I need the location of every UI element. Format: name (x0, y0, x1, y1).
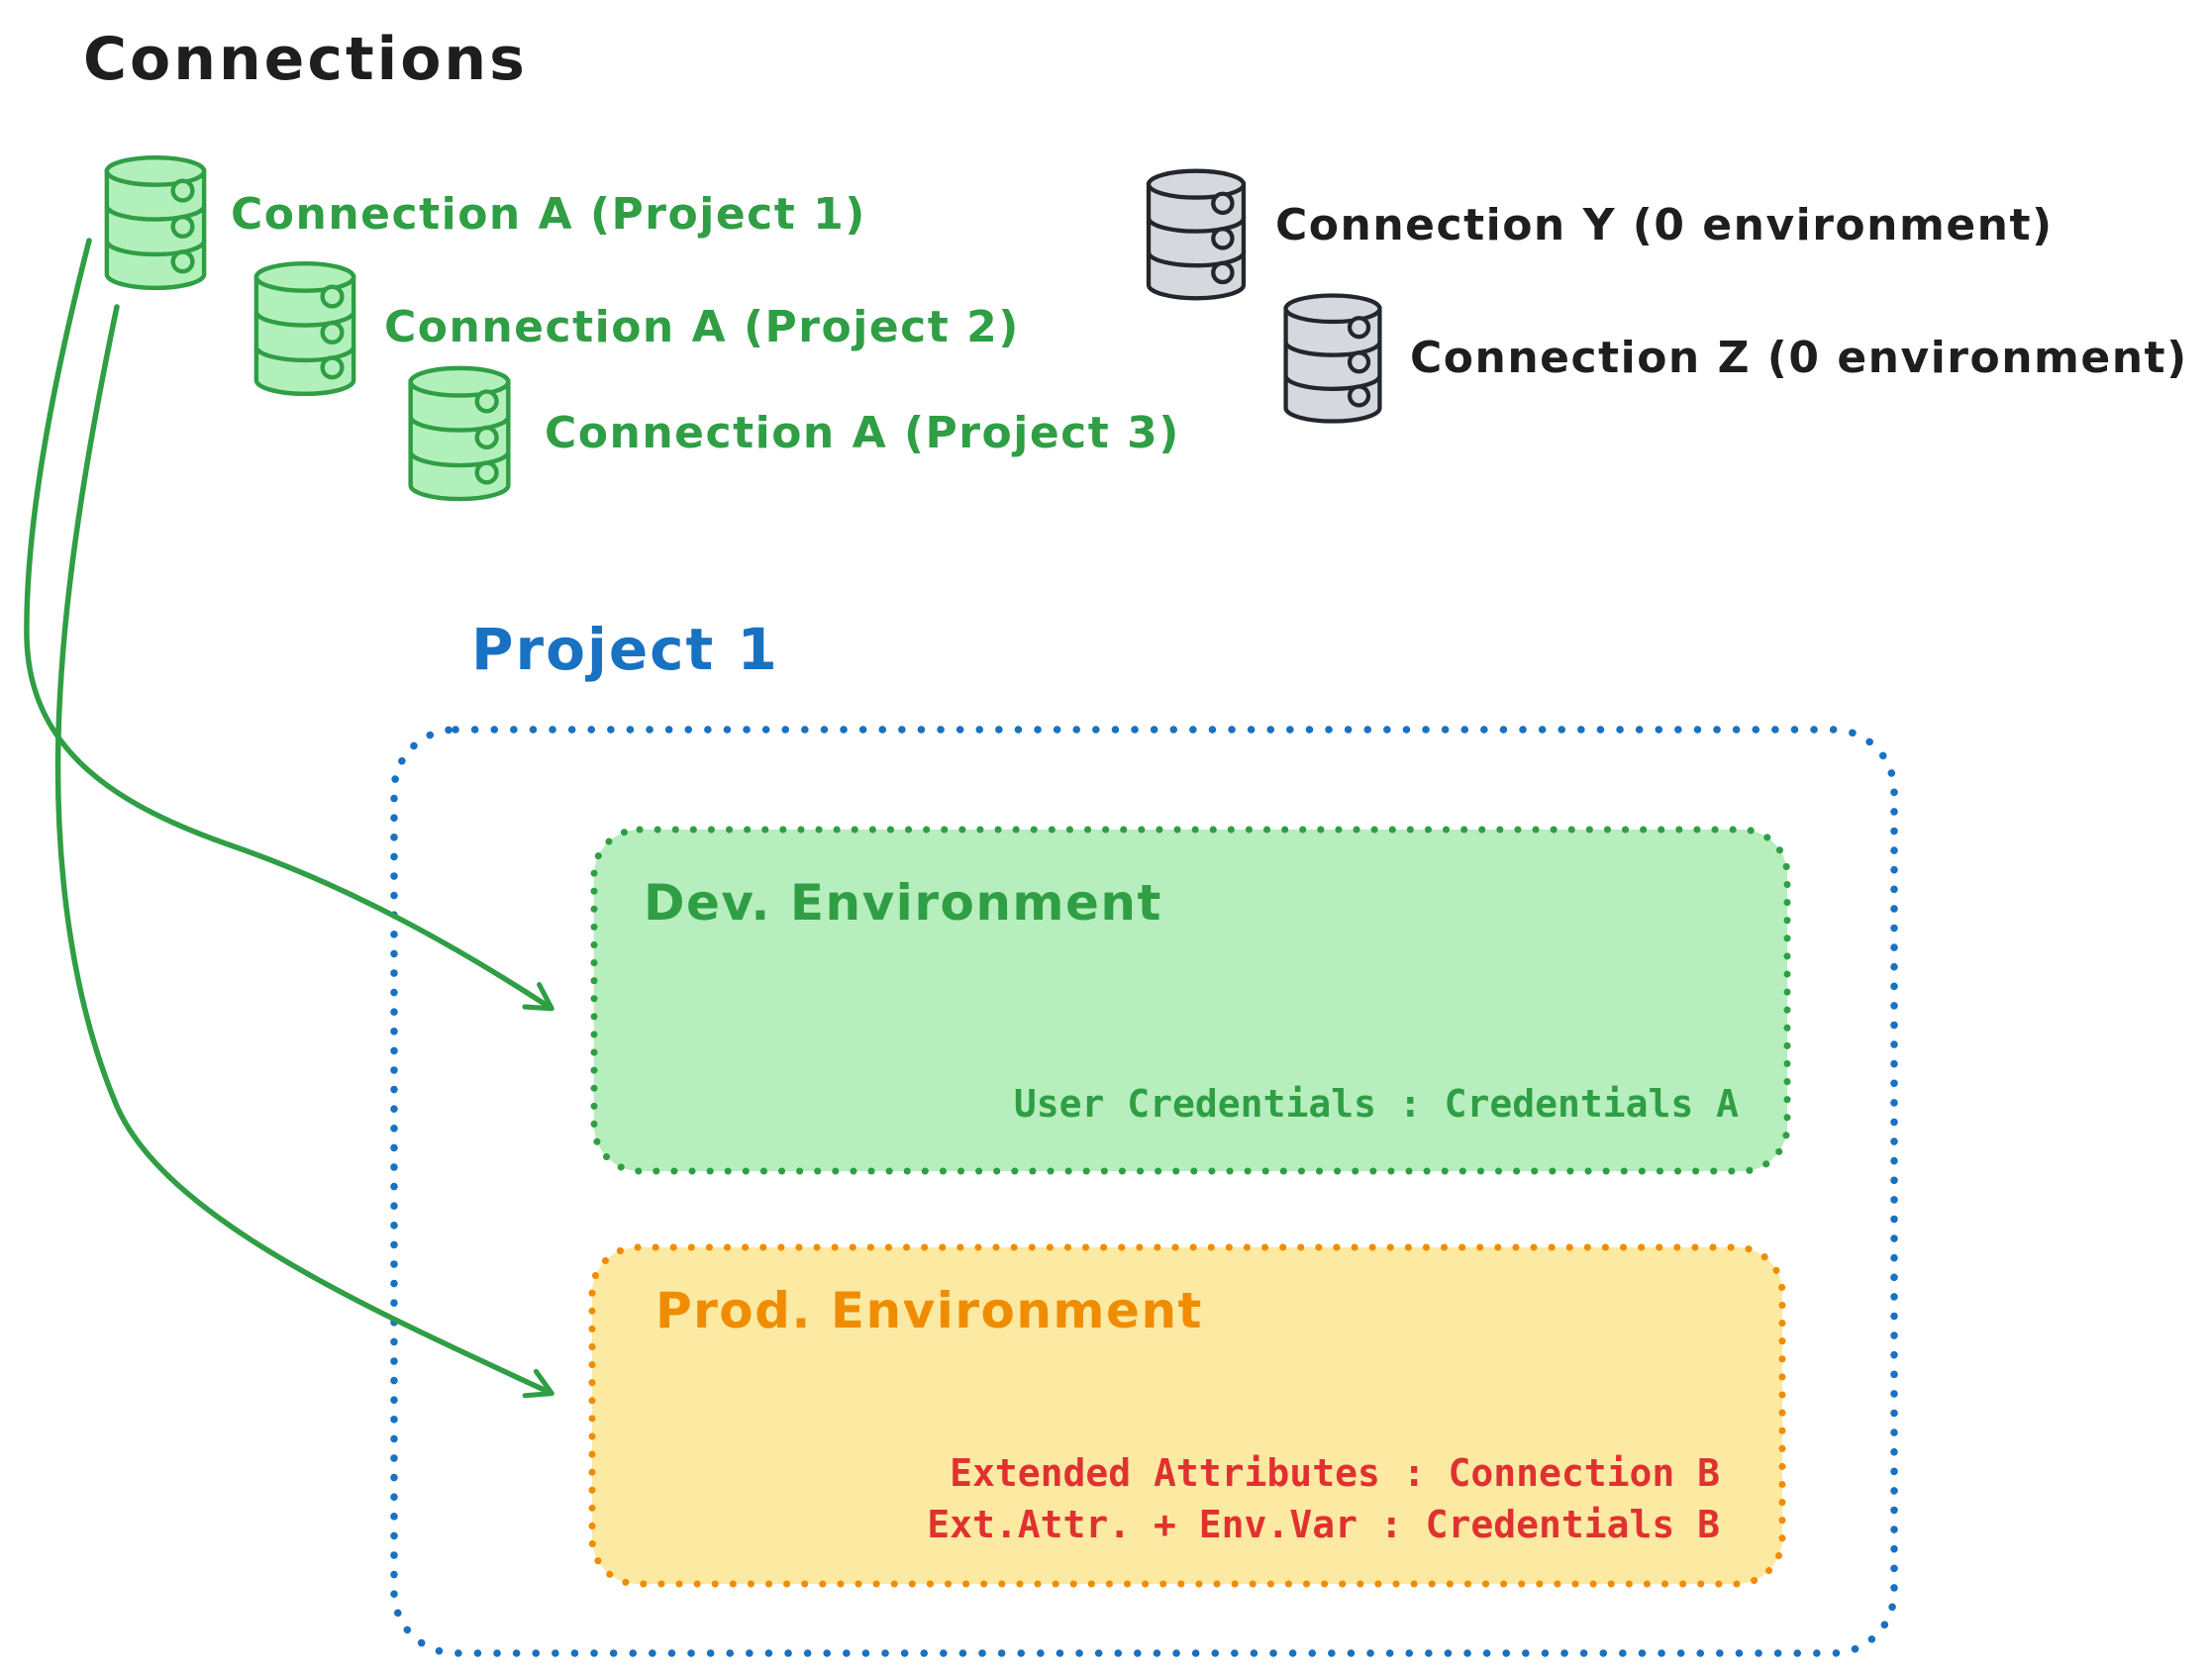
database-icon-connection-z (1285, 295, 1380, 422)
arrow-connection-a-to-prod-environment (54, 304, 554, 1399)
prod-environment-title: Prod. Environment (655, 1282, 1203, 1339)
connection-a-project-1-label: Connection A (Project 1) (231, 189, 866, 240)
prod-environment-box (588, 1243, 1786, 1588)
prod-environment-mapping-extended-attributes: Extended Attributes : Connection B (950, 1451, 1720, 1495)
connection-z-label: Connection Z (0 environment) (1410, 333, 2188, 383)
database-icon-connection-a-project-3 (410, 367, 509, 500)
dev-environment-title: Dev. Environment (644, 874, 1162, 932)
diagram-title: Connections (83, 25, 528, 94)
database-icon-connection-a-project-1 (106, 157, 205, 288)
dev-environment-box (590, 826, 1791, 1175)
database-icon-connection-a-project-2 (255, 263, 354, 394)
connection-a-project-3-label: Connection A (Project 3) (545, 408, 1180, 458)
project-1-title: Project 1 (471, 616, 779, 683)
dev-environment-mapping: User Credentials : Credentials A (1013, 1082, 1739, 1126)
prod-environment-mappings: Extended Attributes : Connection B Ext.A… (927, 1447, 1720, 1550)
connection-a-project-2-label: Connection A (Project 2) (384, 302, 1020, 352)
arrow-connection-a-to-dev-environment (24, 238, 554, 1012)
connection-y-label: Connection Y (0 environment) (1275, 200, 2054, 250)
prod-environment-mapping-env-var: Ext.Attr. + Env.Var : Credentials B (927, 1503, 1720, 1546)
database-icon-connection-y (1149, 170, 1245, 299)
